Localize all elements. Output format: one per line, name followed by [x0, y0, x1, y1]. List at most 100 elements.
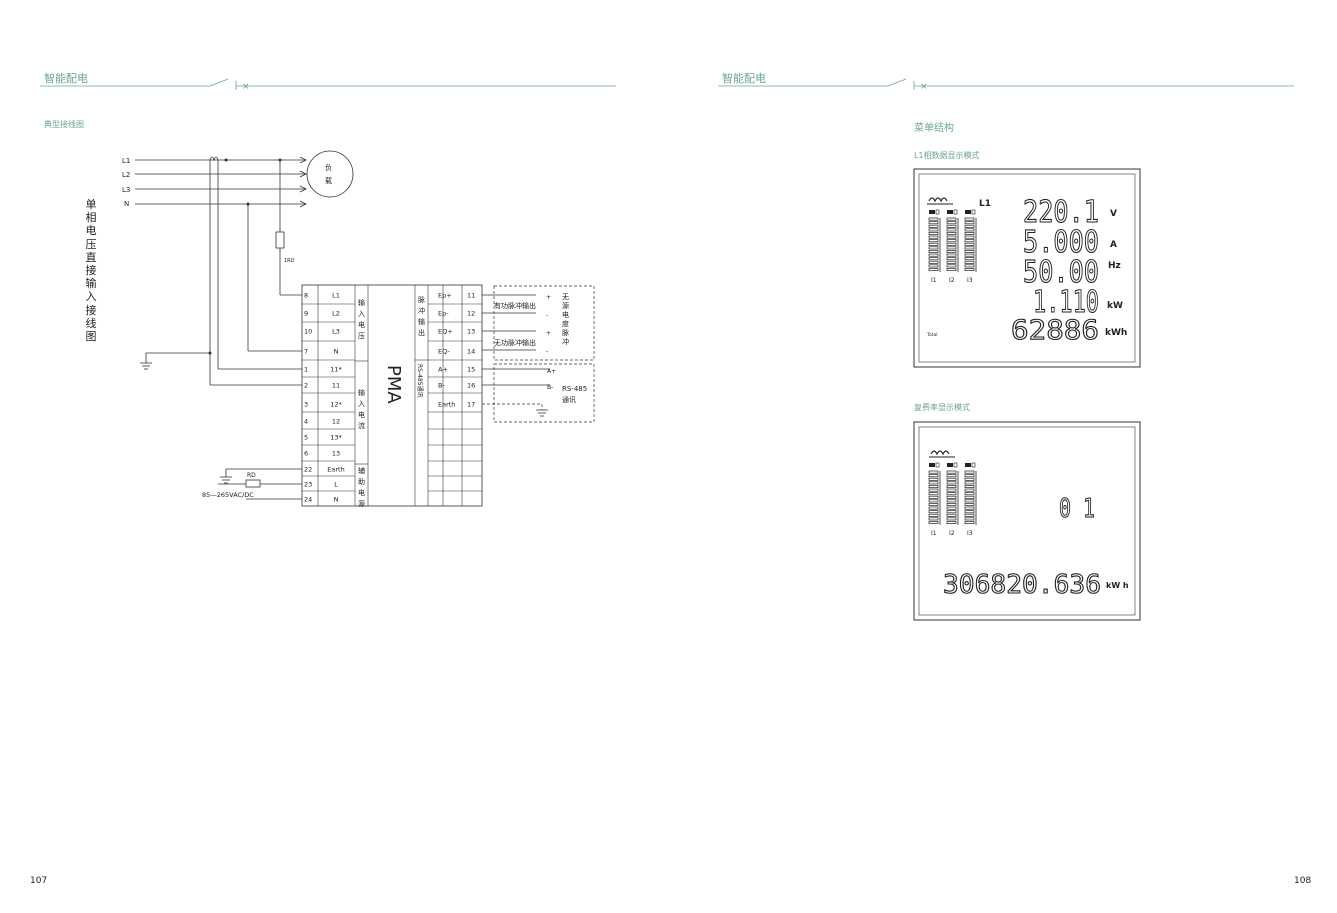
- group-label-char: 流: [358, 421, 365, 430]
- terminal-number: 22: [304, 466, 312, 474]
- group-label-char: 压: [358, 332, 365, 340]
- reactive-pulse-label: 无功脉冲输出: [494, 338, 536, 347]
- terminal-number: 7: [304, 348, 308, 356]
- group-label-char: 电: [358, 488, 365, 497]
- rs485-box-line2: 通讯: [562, 395, 576, 404]
- lcd1-total-label: Total: [926, 332, 938, 338]
- rs485-b-label: B-: [547, 384, 553, 391]
- diagram-vertical-title: 单相电压直接输入接线图: [85, 198, 97, 344]
- terminal-name: EQ+: [438, 328, 453, 336]
- group-label-char: 输: [358, 298, 365, 307]
- lcd-display-multirate: I1 I2 I3 0 1 306820.636 kW h: [913, 421, 1141, 621]
- terminal-number: 2: [304, 382, 308, 390]
- terminal-name: Earth: [327, 466, 344, 474]
- reactive-box-char: 冲: [562, 337, 569, 346]
- terminal-name: Earth: [438, 401, 455, 409]
- terminal-name: Ep+: [438, 292, 452, 300]
- line-label-l1: L1: [122, 157, 130, 165]
- lcd1-power-value: 1.110: [1033, 285, 1099, 320]
- rs485-group-label: RS-485通讯: [416, 364, 424, 398]
- wave-icon: [930, 450, 950, 456]
- terminal-name: A+: [438, 366, 448, 374]
- terminal-name: N: [334, 348, 339, 356]
- lcd2-energy-unit: kW h: [1106, 581, 1129, 590]
- mode2-title: 复费率显示模式: [914, 403, 970, 412]
- lcd1-power-unit: kW: [1107, 301, 1123, 311]
- reactive-box-char: 脉: [562, 328, 569, 337]
- fuse-label: 1RD: [284, 258, 295, 264]
- terminal-number: 1: [304, 366, 308, 374]
- terminal-name: EQ-: [438, 348, 450, 356]
- right-page-number: 108: [1294, 876, 1312, 886]
- lcd1-bar-label-1: I1: [931, 277, 937, 284]
- mode1-title: L1相数据显示模式: [914, 151, 980, 160]
- resistor-rd: [245, 479, 261, 488]
- group-label-char: 源: [358, 499, 365, 508]
- svg-text:×: ×: [242, 82, 250, 92]
- group-label-char: 出: [418, 328, 425, 337]
- terminal-name: L1: [332, 292, 340, 300]
- line-label-l3: L3: [122, 186, 130, 194]
- group-label-char: 冲: [418, 306, 425, 315]
- right-section-title: 菜单结构: [914, 123, 954, 134]
- terminal-number: 9: [304, 310, 308, 318]
- plus-sign-1: +: [546, 294, 551, 301]
- wave-icon: [928, 197, 948, 203]
- group-label-char: 入: [358, 310, 365, 318]
- terminal-name: 13: [332, 450, 340, 458]
- reactive-box-char: 度: [562, 319, 569, 328]
- terminal-name: 12: [332, 418, 340, 426]
- rs485-dashed-box: [493, 363, 595, 423]
- terminal-name: 11*: [330, 366, 342, 374]
- terminal-name: N: [334, 496, 339, 504]
- lcd2-bar-label-1: I1: [931, 530, 937, 537]
- rs485-a-label: A+: [547, 368, 556, 375]
- lcd2-bar-label-2: I2: [949, 530, 955, 537]
- group-label-char: 输: [418, 317, 425, 326]
- terminal-number: 3: [304, 401, 308, 409]
- terminal-number: 14: [467, 348, 475, 356]
- terminal-number: 24: [304, 496, 312, 504]
- lcd1-frequency-unit: Hz: [1108, 261, 1121, 271]
- group-label-char: 电: [358, 410, 365, 419]
- reactive-box-char: 无: [562, 293, 569, 301]
- terminal-number: 5: [304, 434, 308, 442]
- pulse-dashed-box: [493, 285, 595, 361]
- terminal-number: 17: [467, 401, 475, 409]
- lcd2-energy-value: 306820.636: [943, 570, 1101, 600]
- lcd1-phase: L1: [979, 199, 991, 209]
- reactive-box-char: 源: [562, 301, 569, 310]
- supply-label: 85—265VAC/DC: [202, 491, 254, 499]
- right-header-rule: ×: [718, 78, 1294, 92]
- group-label-char: 脉: [418, 295, 425, 304]
- rd-label: RD: [247, 472, 256, 479]
- terminal-name: 13*: [330, 434, 342, 442]
- lcd1-bar-label-3: I3: [967, 277, 973, 284]
- left-page-number: 107: [30, 876, 48, 886]
- lcd1-voltage-value: 220.1: [1023, 195, 1099, 230]
- terminal-number: 13: [467, 328, 475, 336]
- group-label-char: 辅: [358, 466, 365, 475]
- left-page-header: 智能配电: [44, 72, 88, 85]
- terminal-number: 4: [304, 418, 308, 426]
- terminal-name: L: [334, 481, 338, 489]
- right-page-header: 智能配电: [722, 72, 766, 85]
- lcd2-bar-graph: [928, 462, 977, 525]
- lcd1-energy-unit: kWh: [1105, 328, 1127, 338]
- minus-sign-1: -: [546, 312, 548, 319]
- lcd1-current-value: 5.000: [1023, 225, 1099, 260]
- lcd1-bar-label-2: I2: [949, 277, 955, 284]
- group-label-char: 入: [358, 400, 365, 408]
- lcd2-rate-value: 0 1: [1059, 494, 1095, 524]
- lcd1-frequency-value: 50.00: [1023, 255, 1099, 290]
- terminal-number: 10: [304, 328, 312, 336]
- reactive-box-text: 无 源 电 度 脉 冲: [562, 293, 569, 346]
- load-label-2: 载: [325, 176, 332, 185]
- terminal-name: 11: [332, 382, 340, 390]
- terminal-number: 16: [467, 382, 475, 390]
- group-label-char: 电: [358, 320, 365, 329]
- line-label-n: N: [124, 200, 129, 208]
- device-name: PMA: [383, 365, 404, 404]
